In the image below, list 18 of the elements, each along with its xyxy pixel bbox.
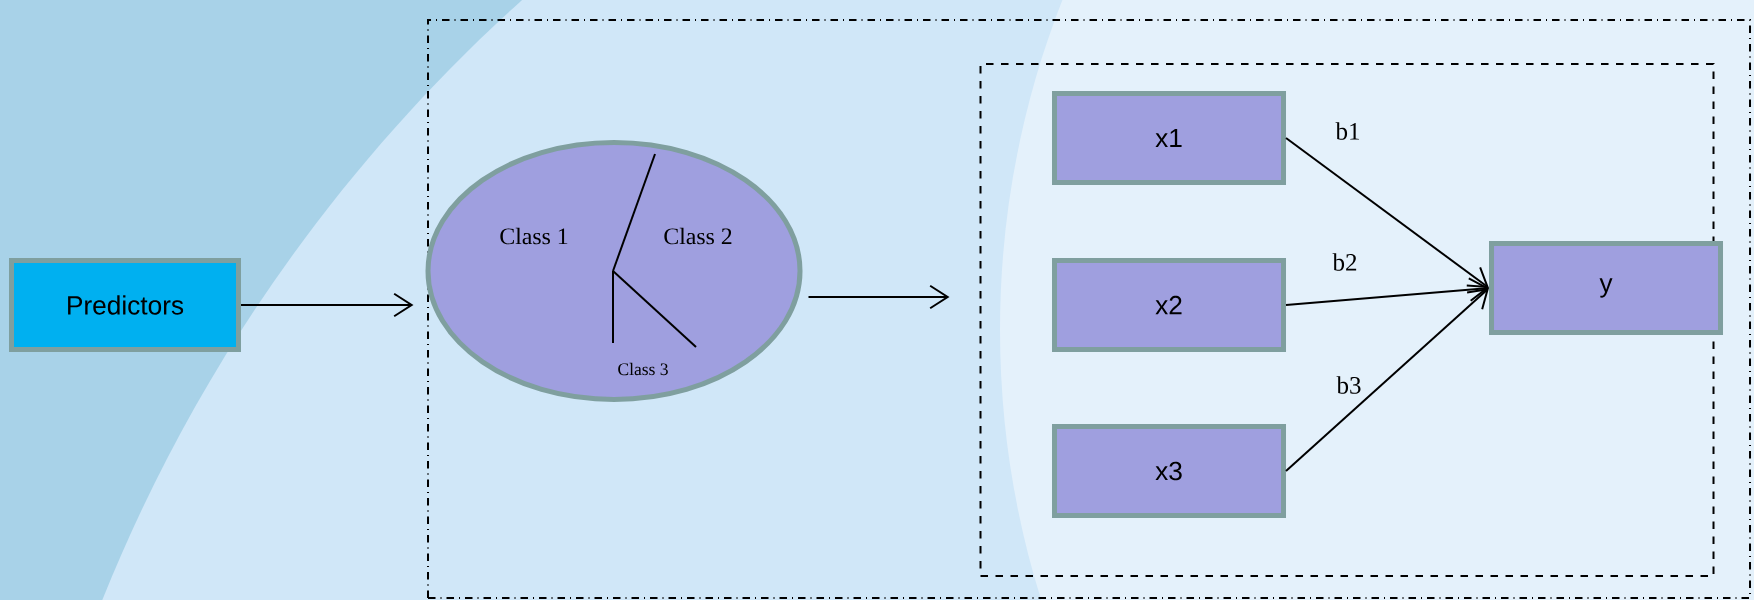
process-box: x1 xyxy=(1052,91,1286,185)
arrow xyxy=(240,292,414,318)
arrow xyxy=(807,284,950,310)
edge-label: b3 xyxy=(1336,376,1361,394)
edge-label: b2 xyxy=(1332,253,1357,271)
arrow xyxy=(1285,277,1489,306)
process-box: Predictors xyxy=(9,258,241,352)
arrow xyxy=(1285,137,1489,288)
class-label: Class 1 xyxy=(500,227,568,245)
class-label: Class 3 xyxy=(618,362,668,376)
edge-label: b1 xyxy=(1335,122,1360,140)
process-box: y xyxy=(1489,241,1723,335)
frame xyxy=(427,19,1751,599)
process-box: x2 xyxy=(1052,258,1286,352)
class-label: Class 2 xyxy=(664,227,732,245)
process-box: x3 xyxy=(1052,424,1286,518)
frame xyxy=(979,63,1715,577)
arrow xyxy=(1285,288,1489,472)
